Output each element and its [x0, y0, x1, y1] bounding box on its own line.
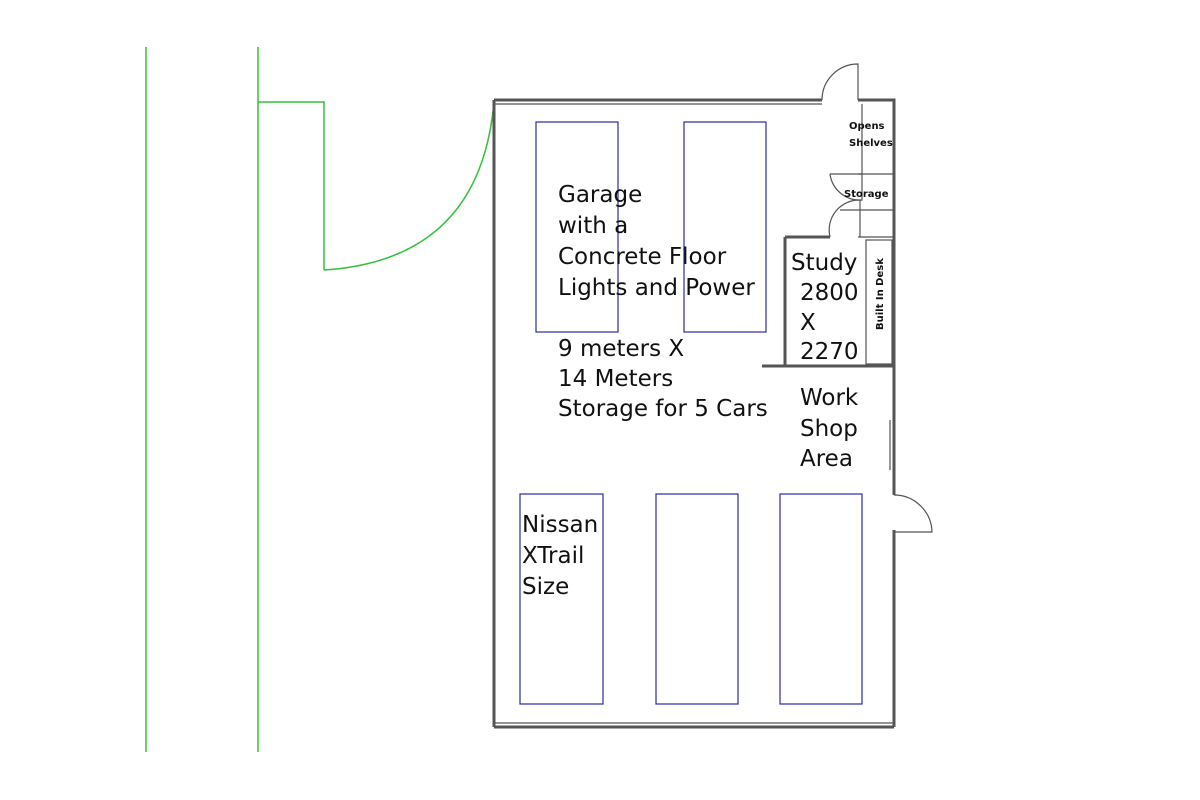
- garage-label-line-3: Concrete Floor: [558, 244, 727, 270]
- car-bay-3: [519, 493, 604, 705]
- study-label: Study 2800 X 2270: [791, 250, 859, 365]
- garage-label-line-2: with a: [558, 213, 628, 239]
- garage-label-line-1: Garage: [558, 182, 642, 208]
- study-label-line-1: Study: [791, 250, 857, 276]
- car-label-line-1: Nissan: [522, 512, 598, 538]
- workshop-label: Work Shop Area: [800, 385, 859, 472]
- study-label-line-2: 2800: [800, 280, 859, 306]
- door-east-swing[interactable]: [893, 494, 933, 533]
- car-bay-4: [655, 493, 739, 705]
- car-label-line-3: Size: [522, 574, 569, 600]
- dimensions-line-2: 14 Meters: [558, 366, 673, 392]
- storage-label: Storage: [844, 189, 889, 200]
- car-bay-2: [683, 121, 767, 333]
- door-study-swing[interactable]: [828, 199, 861, 238]
- shelves-label-line-2: Shelves: [849, 138, 893, 149]
- shelves-label-line-1: Opens: [849, 121, 885, 132]
- doors: [821, 63, 933, 533]
- dimensions-line-1: 9 meters X: [558, 336, 684, 362]
- dimensions-line-3: Storage for 5 Cars: [558, 396, 768, 422]
- workshop-label-line-1: Work: [800, 385, 859, 411]
- gate-outline: [258, 101, 325, 270]
- site-boundary: [145, 47, 495, 752]
- car-bay-1: [535, 121, 619, 333]
- study-label-line-3: X: [800, 310, 816, 336]
- car-bays: [519, 121, 863, 705]
- door-north-swing[interactable]: [821, 63, 859, 101]
- garage-label-line-4: Lights and Power: [558, 275, 755, 301]
- wall-north-right: [858, 98, 896, 495]
- study-label-line-4: 2270: [800, 339, 859, 365]
- shelves-label: Opens Shelves: [849, 121, 893, 149]
- car-label-line-2: XTrail: [522, 543, 584, 569]
- door-storage-swing[interactable]: [829, 173, 863, 201]
- workshop-label-line-3: Area: [800, 446, 853, 472]
- built-in-desk: [865, 239, 893, 365]
- garage-description: Garage with a Concrete Floor Lights and …: [558, 182, 755, 301]
- gate-swing-arc: [323, 101, 495, 271]
- garage-dimensions: 9 meters X 14 Meters Storage for 5 Cars: [558, 336, 768, 422]
- car-size-label: Nissan XTrail Size: [522, 512, 598, 600]
- workshop-label-line-2: Shop: [800, 416, 858, 442]
- car-bay-5: [779, 493, 863, 705]
- garage-walls: [492, 98, 896, 729]
- built-in-desk-label: Built In Desk: [875, 258, 886, 330]
